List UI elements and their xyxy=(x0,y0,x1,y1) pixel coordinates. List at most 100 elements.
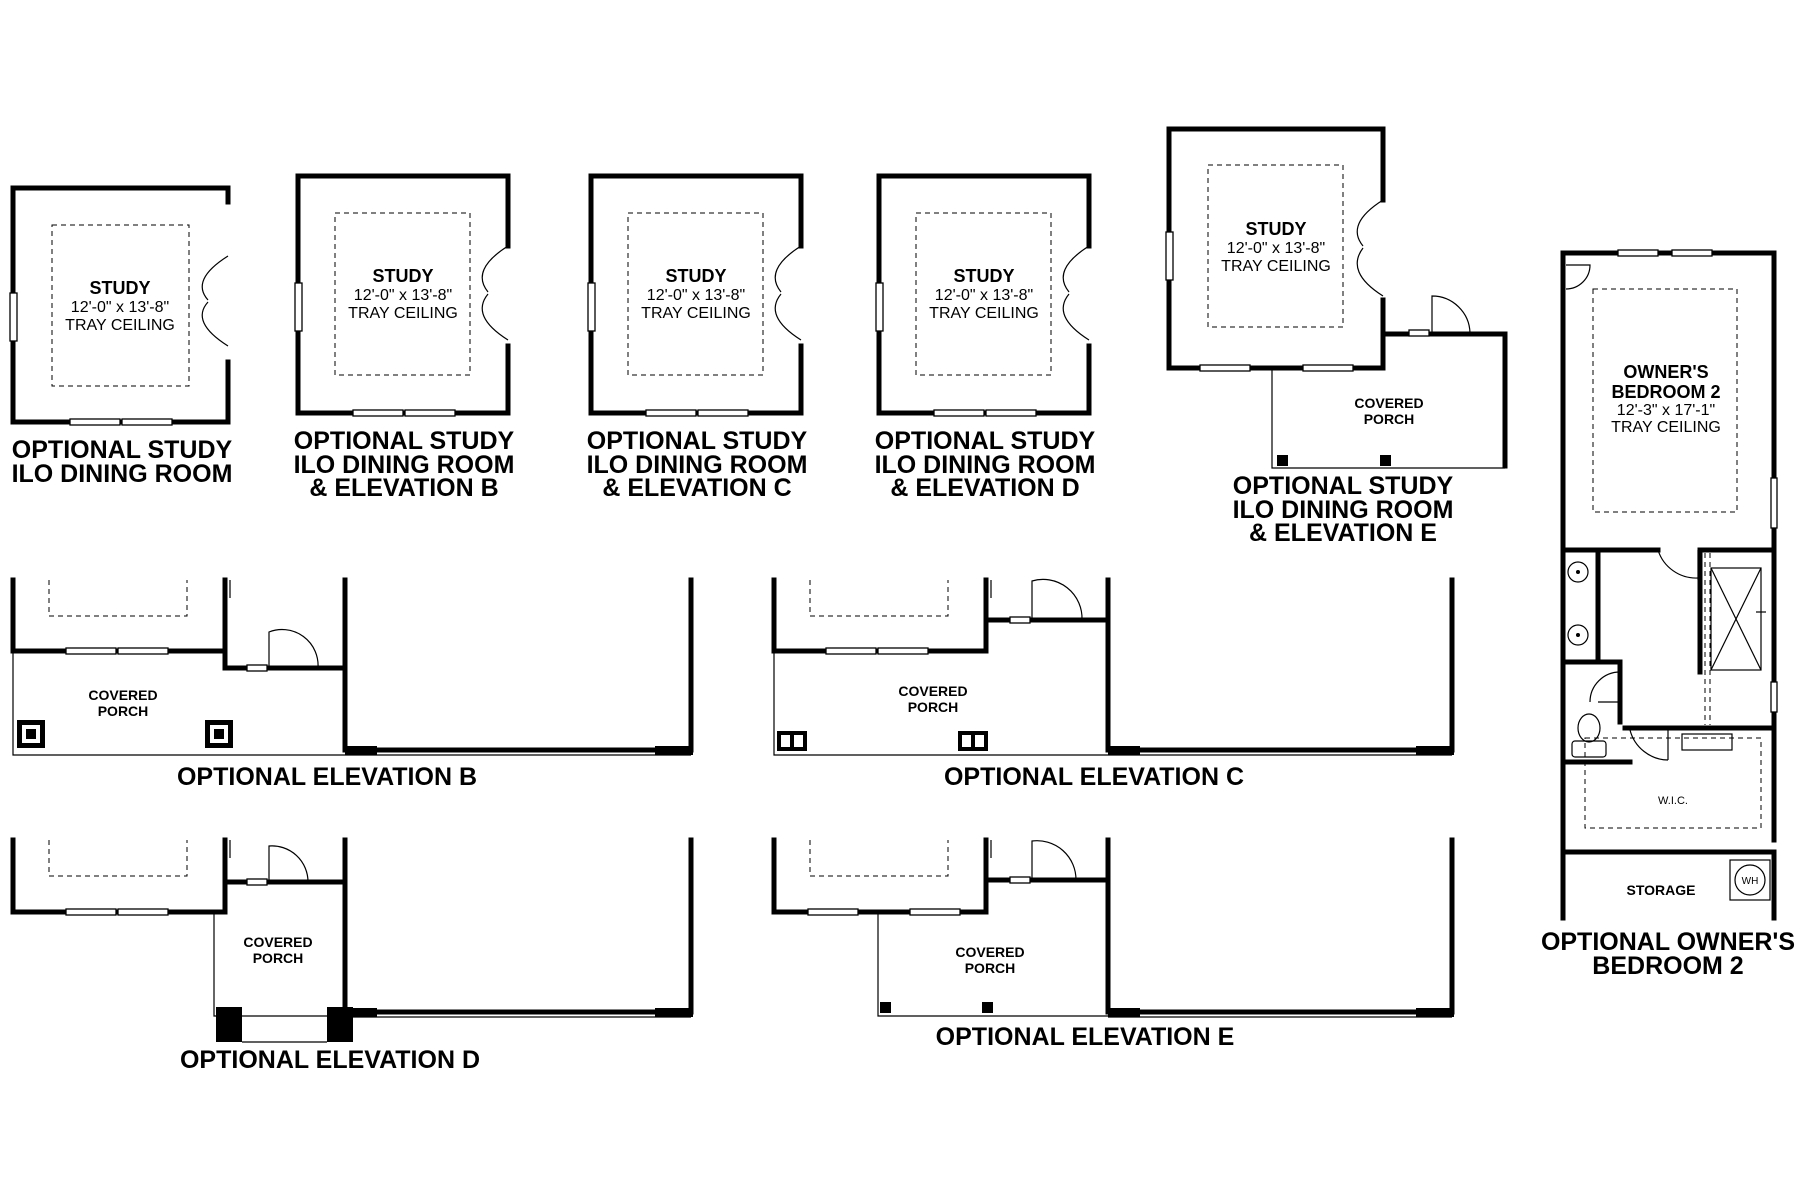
door-swing-icon xyxy=(1431,295,1471,334)
window xyxy=(985,409,1037,417)
window xyxy=(352,409,404,417)
window xyxy=(294,282,303,332)
caption-line: OPTIONAL ELEVATION E xyxy=(936,1023,1235,1051)
window xyxy=(1770,477,1778,529)
caption-line: ILO DINING ROOM xyxy=(1233,496,1454,524)
elevation-b-plan: COVERED PORCH OPTIONAL ELEVATION B xyxy=(10,577,694,791)
room-ceiling: TRAY CEILING xyxy=(348,305,458,322)
window xyxy=(1199,364,1251,372)
caption-line: ILO DINING ROOM xyxy=(875,451,1096,479)
window xyxy=(117,908,169,916)
caption-line: ILO DINING ROOM xyxy=(294,451,515,479)
porch-column xyxy=(205,720,233,748)
porch-label: COVERED xyxy=(88,687,157,703)
elevation-c-plan: COVERED PORCH OPTIONAL ELEVATION C xyxy=(771,577,1455,791)
caption-line: OPTIONAL STUDY xyxy=(1233,472,1454,500)
caption-line: & ELEVATION C xyxy=(602,474,791,502)
porch-label: COVERED xyxy=(898,683,967,699)
door-swing-icon xyxy=(774,245,802,293)
study-option-elevation-b: STUDY 12'-0" x 13'-8" TRAY CEILING OPTIO… xyxy=(294,173,515,502)
room-label-wic: W.I.C. xyxy=(1658,795,1688,807)
room-label-storage: STORAGE xyxy=(1627,882,1696,898)
room-size: 12'-0" x 13'-8" xyxy=(935,287,1033,304)
window xyxy=(1302,364,1354,372)
window xyxy=(69,418,121,426)
tray-ceiling-outline xyxy=(627,212,764,376)
window xyxy=(1009,616,1031,624)
window xyxy=(1165,231,1174,281)
window xyxy=(1617,249,1659,257)
porch-label: PORCH xyxy=(98,703,149,719)
room-size: 12'-0" x 13'-8" xyxy=(354,287,452,304)
elevation-d-plan: COVERED PORCH OPTIONAL ELEVATION D xyxy=(10,837,694,1074)
window xyxy=(117,647,169,655)
porch-label: PORCH xyxy=(1364,411,1415,427)
window xyxy=(65,908,117,916)
porch-label: COVERED xyxy=(955,944,1024,960)
elevation-e-plan: COVERED PORCH OPTIONAL ELEVATION E xyxy=(771,837,1455,1051)
tray-ceiling-outline xyxy=(915,212,1052,376)
water-heater-label: WH xyxy=(1742,876,1759,887)
window xyxy=(1009,876,1031,884)
door-swing-icon xyxy=(1031,578,1083,621)
porch-column xyxy=(880,1002,891,1013)
caption-line: OPTIONAL ELEVATION D xyxy=(180,1046,480,1074)
caption-line: OPTIONAL OWNER'S xyxy=(1541,928,1795,956)
porch-label: PORCH xyxy=(965,960,1016,976)
room-title: STUDY xyxy=(665,266,726,286)
window xyxy=(875,282,884,332)
door-swing-icon xyxy=(1629,729,1669,761)
door-swing-icon xyxy=(201,301,229,347)
porch-column xyxy=(1380,455,1391,466)
door-swing-icon xyxy=(268,845,309,883)
room-ceiling: TRAY CEILING xyxy=(65,317,175,334)
window xyxy=(587,282,596,332)
caption-line: ILO DINING ROOM xyxy=(12,460,233,488)
tray-ceiling-outline xyxy=(334,212,471,376)
caption-line: OPTIONAL STUDY xyxy=(12,436,233,464)
window xyxy=(65,647,117,655)
caption-line: & ELEVATION D xyxy=(890,474,1079,502)
wic-shelving-outline xyxy=(1584,737,1762,829)
porch-column xyxy=(17,720,45,748)
room-ceiling: TRAY CEILING xyxy=(641,305,751,322)
door-swing-icon xyxy=(481,245,509,293)
window xyxy=(877,647,929,655)
caption-line: OPTIONAL ELEVATION B xyxy=(177,763,477,791)
porch-column xyxy=(777,731,807,751)
room-size: 12'-0" x 13'-8" xyxy=(647,287,745,304)
door-swing-icon xyxy=(1356,199,1384,247)
window xyxy=(9,292,18,342)
porch-label: PORCH xyxy=(908,699,959,715)
room-size: 12'-3" x 17'-1" xyxy=(1617,402,1715,419)
porch-column xyxy=(982,1002,993,1013)
door-swing-icon xyxy=(1062,245,1090,293)
study-option-elevation-c: STUDY 12'-0" x 13'-8" TRAY CEILING OPTIO… xyxy=(587,173,808,502)
room-ceiling: TRAY CEILING xyxy=(1611,419,1721,436)
door-swing-icon xyxy=(1565,264,1591,290)
window xyxy=(246,878,268,886)
room-size: 12'-0" x 13'-8" xyxy=(71,299,169,316)
caption-line: & ELEVATION E xyxy=(1249,519,1437,547)
owners-bedroom-2-option: OWNER'S BEDROOM 2 12'-3" x 17'-1" TRAY C… xyxy=(1541,249,1795,980)
sink-icon xyxy=(1567,624,1589,646)
porch-label: COVERED xyxy=(1354,395,1423,411)
tray-ceiling-outline xyxy=(1592,288,1738,513)
door-swing-icon xyxy=(1062,293,1090,341)
tray-ceiling-outline xyxy=(1207,164,1344,328)
caption-line: OPTIONAL STUDY xyxy=(294,427,515,455)
porch-label: COVERED xyxy=(243,934,312,950)
window xyxy=(807,908,859,916)
room-size: 12'-0" x 13'-8" xyxy=(1227,240,1325,257)
window xyxy=(933,409,985,417)
room-title: STUDY xyxy=(953,266,1014,286)
room-ceiling: TRAY CEILING xyxy=(929,305,1039,322)
room-title: STUDY xyxy=(89,278,150,298)
room-title: STUDY xyxy=(372,266,433,286)
porch-column xyxy=(1277,455,1288,466)
window xyxy=(909,908,961,916)
window xyxy=(825,647,877,655)
window xyxy=(697,409,749,417)
door-swing-icon xyxy=(1657,549,1699,579)
